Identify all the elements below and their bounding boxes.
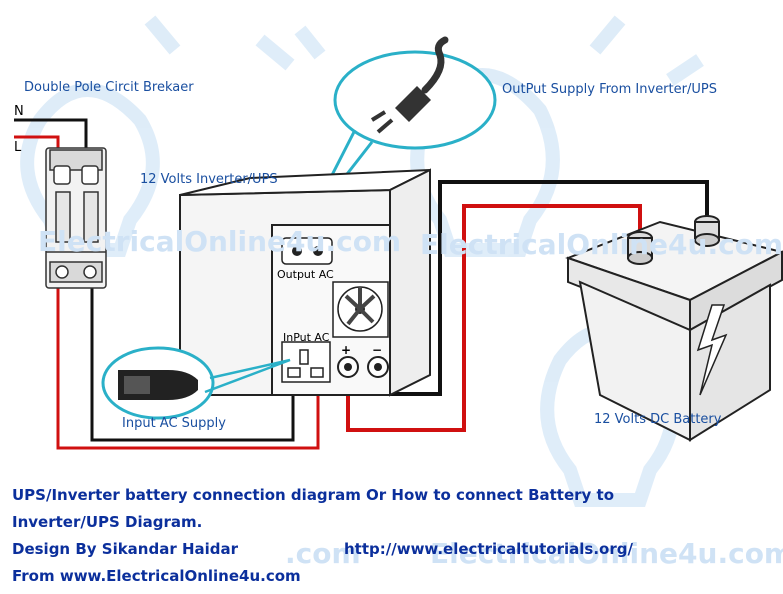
double-pole-breaker [45, 147, 107, 289]
output-supply-label: OutPut Supply From Inverter/UPS [502, 82, 717, 97]
output-ac-label: Output AC [277, 268, 334, 281]
caption-line-1: UPS/Inverter battery connection diagram … [12, 486, 615, 504]
fan-icon [332, 281, 389, 338]
wire-l-in [14, 135, 60, 148]
iec-connector-icon [118, 370, 198, 400]
plug-icon [370, 36, 449, 134]
wire-input-red [56, 285, 320, 450]
input-ac-bubble [101, 346, 291, 420]
battery-label: 12 Volts DC Battery [594, 412, 722, 427]
battery-12v [565, 215, 783, 442]
watermark-bottom-left: .com [285, 537, 361, 570]
phase-l-label: L [14, 140, 22, 155]
minus-label: − [372, 343, 383, 357]
socket-icon [281, 341, 331, 383]
phase-n-label: N [14, 104, 24, 119]
input-ac-label: InPut AC [283, 331, 330, 344]
inverter-label: 12 Volts Inverter/UPS [140, 172, 278, 187]
plus-label: + [341, 343, 352, 357]
output-ac-socket [281, 237, 333, 265]
wire-n-in [14, 118, 88, 148]
output-plug-bubble [303, 36, 497, 229]
wire-input-black [90, 285, 295, 442]
caption-url-link[interactable]: http://www.electricaltutorials.org/ [344, 540, 633, 558]
caption-line-2: Inverter/UPS Diagram. [12, 513, 203, 531]
breaker-label: Double Pole Circit Brekaer [24, 80, 194, 95]
input-supply-label: Input AC Supply [122, 416, 226, 431]
caption-designer: Design By Sikandar Haidar [12, 540, 239, 558]
inverter-ups-box [179, 168, 431, 397]
watermark-right: ElectricalOnline4u.com [420, 228, 783, 261]
watermark-left: ElectricalOnline4u.com [38, 225, 402, 258]
watermark-bottom-right: ElectricalOnline4u.com [430, 537, 783, 570]
wire-battery-positive [346, 204, 642, 432]
caption-source: From www.ElectricalOnline4u.com [12, 567, 301, 585]
inverter-dc-terminals [337, 356, 389, 378]
